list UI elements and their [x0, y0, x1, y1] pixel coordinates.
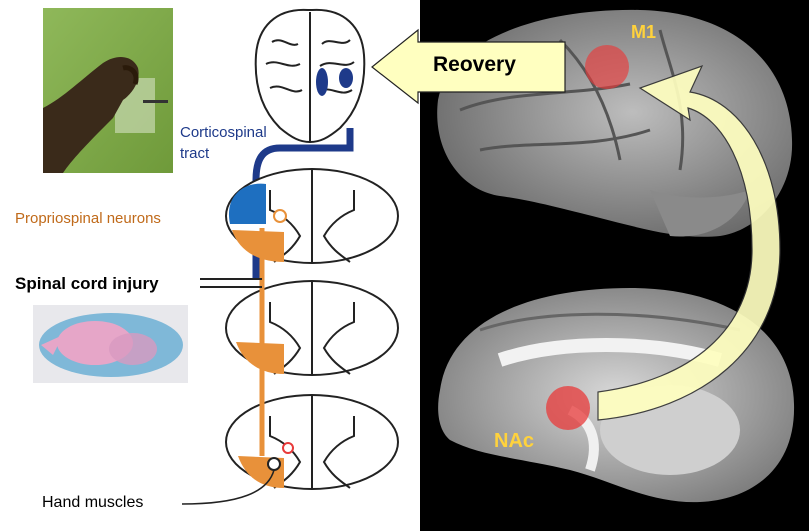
spinal-injury-label: Spinal cord injury	[15, 274, 159, 293]
spinal-histology-photo	[33, 305, 188, 383]
corticospinal-tract	[252, 128, 354, 280]
m1-hand-area	[316, 68, 328, 96]
corticospinal-label: Corticospinal tract	[180, 122, 300, 164]
spinal-pathway-diagram	[181, 8, 399, 505]
brain-top-view	[254, 8, 366, 144]
recovery-label: Reovery	[433, 53, 516, 76]
m1-marker	[585, 45, 629, 89]
nac-label: NAc	[494, 430, 535, 452]
monkey-hand-photo	[43, 8, 173, 173]
corticospinal-label-line1: Corticospinal	[180, 124, 267, 141]
nac-marker	[546, 386, 590, 430]
corticospinal-label-line2: tract	[180, 145, 210, 162]
hand-muscles-label: Hand muscles	[42, 494, 144, 511]
m1-label: M1	[631, 22, 657, 42]
propriospinal-label: Propriospinal neurons	[15, 210, 161, 227]
